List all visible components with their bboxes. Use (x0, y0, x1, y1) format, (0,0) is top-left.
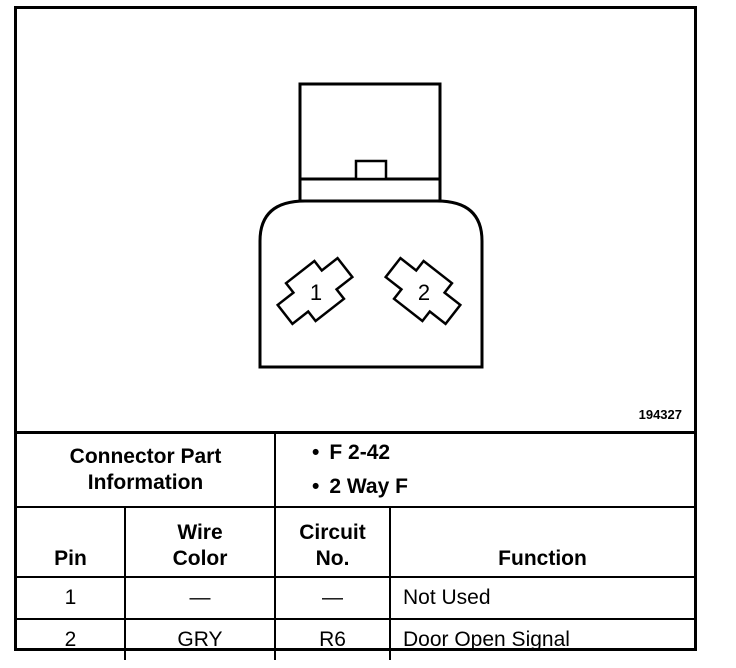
cell-circuit: R6 (274, 618, 391, 660)
header-function: Function (389, 506, 694, 578)
connector-body (258, 199, 484, 369)
connector-drawing: 1 2 (258, 82, 484, 369)
connector-info-item: F 2-42 (312, 436, 686, 470)
pin-1-label: 1 (310, 280, 322, 305)
cell-wire-color: — (124, 576, 276, 620)
connector-lock-tab (354, 159, 388, 181)
cell-function: Door Open Signal (389, 618, 694, 660)
table-header-row: Pin Wire Color Circuit No. Function (17, 506, 694, 578)
cell-pin: 1 (17, 576, 126, 620)
header-wire-color: Wire Color (124, 506, 276, 578)
pin-2-cavity (383, 256, 463, 326)
connector-info-label: Connector Part Information (17, 431, 276, 508)
header-circuit: Circuit No. (274, 506, 391, 578)
connector-info-item: 2 Way F (312, 470, 686, 504)
table-row: 2 GRY R6 Door Open Signal (17, 618, 694, 660)
cell-wire-color: GRY (124, 618, 276, 660)
cell-function: Not Used (389, 576, 694, 620)
cell-pin: 2 (17, 618, 126, 660)
connector-info-row: Connector Part Information F 2-42 2 Way … (17, 431, 694, 508)
connector-diagram: 1 2 194327 (17, 9, 694, 431)
pin-1-cavity (275, 256, 355, 326)
table-row: 1 — — Not Used (17, 576, 694, 620)
connector-pinout-table: Connector Part Information F 2-42 2 Way … (17, 431, 694, 660)
connector-info-list: F 2-42 2 Way F (274, 431, 694, 508)
header-pin: Pin (17, 506, 126, 578)
diagram-frame: 1 2 194327 Connector Part Information F … (14, 6, 697, 660)
connector-latch-housing (298, 82, 442, 203)
figure-id: 194327 (638, 407, 682, 422)
pin-2-label: 2 (418, 280, 430, 305)
cell-circuit: — (274, 576, 391, 620)
